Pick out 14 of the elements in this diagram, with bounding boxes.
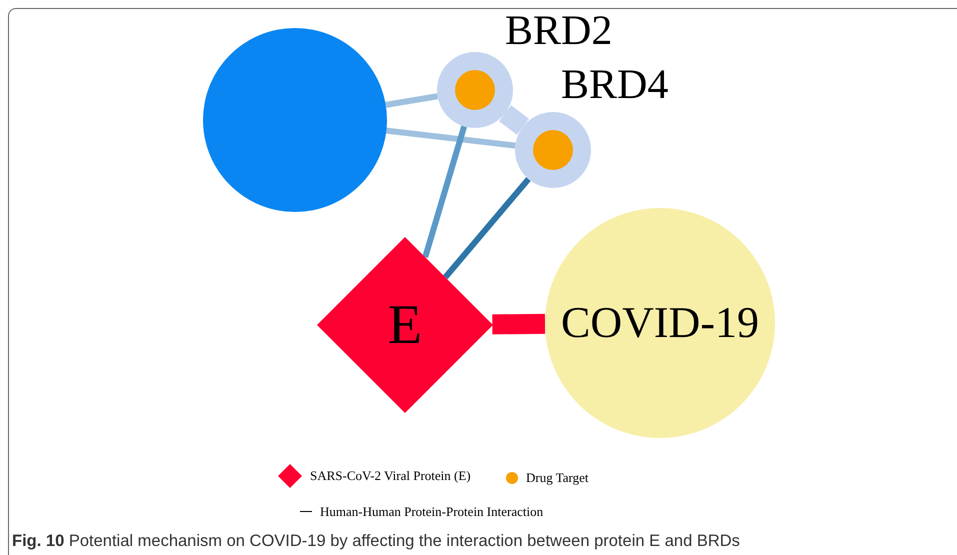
figure-caption: Fig. 10 Potential mechanism on COVID-19 by affecting the interaction between protein E and BRDs [12, 531, 740, 552]
legend-text: SARS-CoV-2 Viral Protein (E) [310, 467, 471, 486]
interaction-line [386, 128, 516, 149]
interaction-line [499, 105, 529, 135]
interaction-line [492, 314, 546, 334]
interaction-line [422, 126, 468, 258]
interaction-line [443, 177, 531, 280]
node-label: COVID-19 [561, 301, 759, 345]
legend-text: Human-Human Protein-Protein Interaction [320, 503, 544, 521]
interaction-line [385, 93, 438, 108]
node-label: BRD2 [505, 10, 612, 52]
node-label: E [388, 297, 422, 353]
node-label: BRD4 [561, 64, 668, 106]
legend-text: Drug Target [526, 469, 589, 487]
